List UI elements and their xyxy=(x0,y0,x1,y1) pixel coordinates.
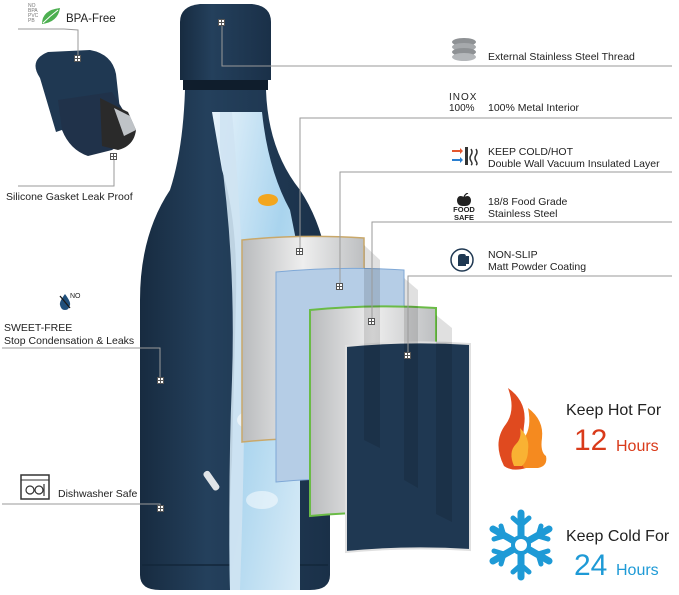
insulation-icon xyxy=(452,147,478,166)
dishwasher-icon xyxy=(20,474,50,500)
condensation-label: Stop Condensation & Leaks xyxy=(4,335,135,347)
marker xyxy=(296,248,303,255)
marker xyxy=(368,318,375,325)
bpa-badge-line: PB xyxy=(28,18,35,24)
cap-illustration xyxy=(35,50,136,156)
marker xyxy=(110,153,117,160)
bpa-free-label: BPA-Free xyxy=(66,13,116,25)
droplet-icon xyxy=(59,294,71,310)
matt-coating-label: Matt Powder Coating xyxy=(488,261,587,273)
hot-hours-unit: Hours xyxy=(616,438,659,455)
thread-icon xyxy=(452,38,476,61)
leaf-icon xyxy=(42,8,60,24)
marker xyxy=(74,55,81,62)
food-safe-badge: FOOD SAFE xyxy=(451,206,477,221)
non-slip-label: NON-SLIP xyxy=(488,249,538,261)
sweet-no-label: NO xyxy=(70,293,81,300)
thread-label: External Stainless Steel Thread xyxy=(488,51,635,63)
marker xyxy=(336,283,343,290)
dishwasher-label: Dishwasher Safe xyxy=(58,488,138,500)
cold-hours-unit: Hours xyxy=(616,562,659,579)
bpa-badge-line: PVC xyxy=(28,13,39,19)
apple-icon xyxy=(457,193,471,206)
inox-percent: 100% xyxy=(449,103,475,114)
food-badge-label: FOOD xyxy=(453,205,475,214)
gasket-label: Silicone Gasket Leak Proof xyxy=(6,191,133,203)
safe-badge-label: SAFE xyxy=(453,212,474,222)
marker xyxy=(404,352,411,359)
vacuum-layer-label: Double Wall Vacuum Insulated Layer xyxy=(488,158,660,170)
marker xyxy=(218,19,225,26)
keep-cold-label: Keep Cold For xyxy=(566,528,670,545)
food-grade-label: 18/8 Food Grade xyxy=(488,196,568,208)
inox-badge: INOX 100% xyxy=(449,92,477,114)
metal-interior-label: 100% Metal Interior xyxy=(488,102,580,114)
inox-label: INOX xyxy=(449,92,478,103)
snowflake-icon xyxy=(489,509,553,581)
marker xyxy=(157,505,164,512)
keep-cold-hot-label: KEEP COLD/HOT xyxy=(488,146,573,158)
hot-hours-number: 12 xyxy=(574,424,608,457)
marker xyxy=(157,377,164,384)
bpa-badge-line: NO xyxy=(28,3,36,9)
sweet-free-label: SWEET-FREE xyxy=(4,322,73,334)
bpa-badge-line: BPA xyxy=(28,8,38,14)
stainless-steel-label: Stainless Steel xyxy=(488,208,558,220)
cold-hours-number: 24 xyxy=(574,549,608,582)
keep-hot-label: Keep Hot For xyxy=(566,402,662,419)
hand-icon xyxy=(450,248,474,272)
bpa-badge: NO BPA PVC PB xyxy=(28,4,50,24)
flame-icon xyxy=(498,388,547,470)
